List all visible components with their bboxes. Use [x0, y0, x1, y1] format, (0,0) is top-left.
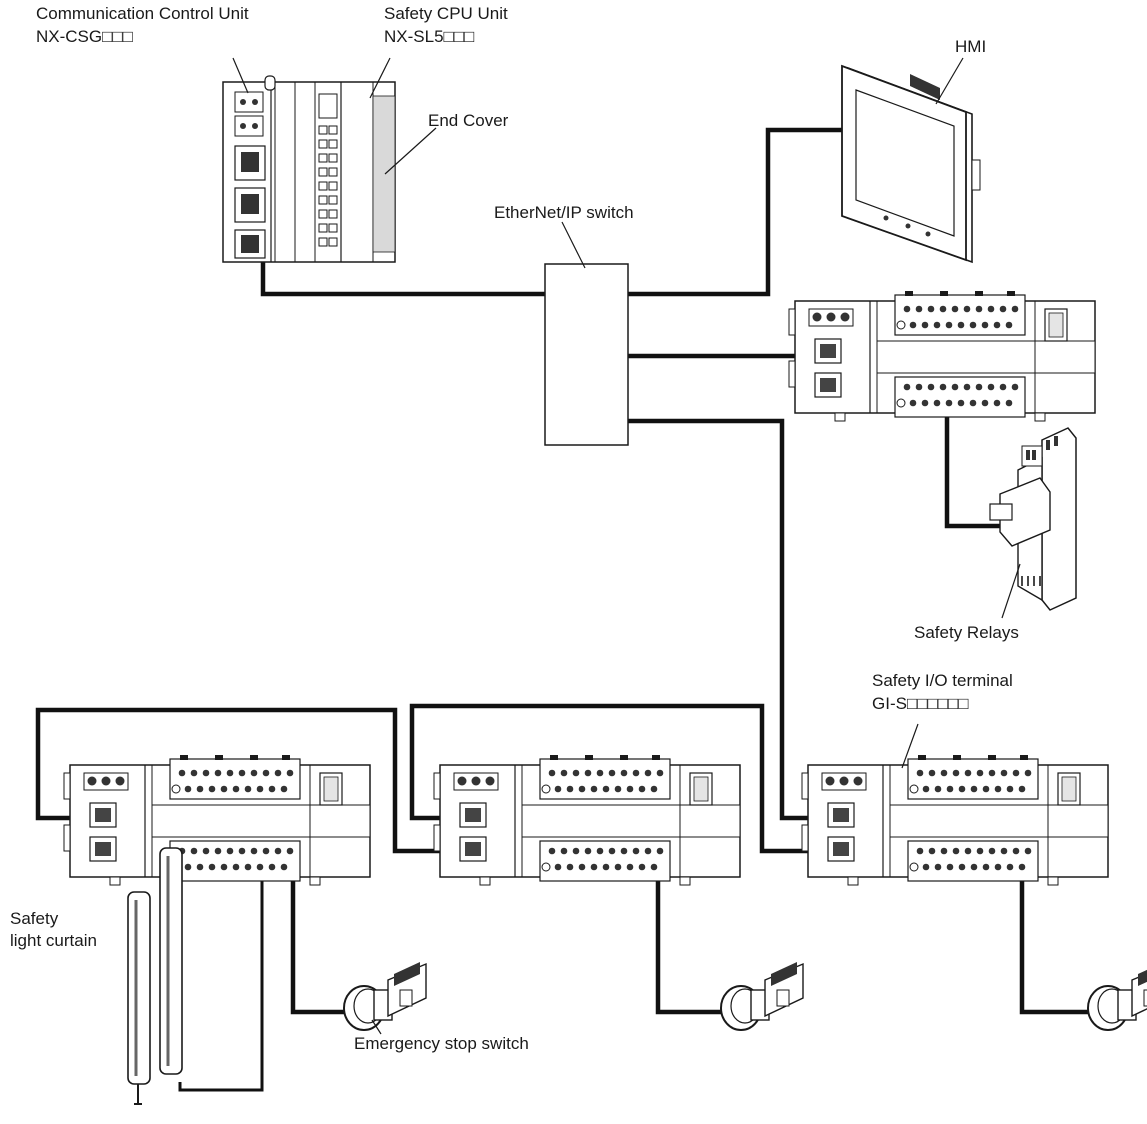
hmi-label: HMI [955, 37, 987, 56]
leader-lines [232, 57, 1021, 1035]
safety-io-name-label: Safety I/O terminal [872, 671, 1013, 690]
cable-gi-bottom-right-to-gi-middle [409, 703, 833, 854]
light-curtain-label-line2: light curtain [10, 931, 97, 950]
emergency-stop-switch-right [1087, 961, 1147, 1031]
emergency-stop-switch-left [343, 961, 427, 1031]
cable-gi-bottom-right-to-estop [1019, 868, 1090, 1015]
cable-controller-to-switch [260, 255, 566, 297]
ethernet-switch [544, 263, 629, 446]
safety-relays-label: Safety Relays [914, 623, 1019, 642]
light-curtain-label-line1: Safety [10, 909, 59, 928]
safety-io-terminal-bottom-left [63, 754, 371, 886]
emergency-stop-label: Emergency stop switch [354, 1034, 529, 1053]
safety-io-terminal-bottom-right [801, 754, 1109, 886]
ccu-model-label: NX-CSG□□□ [36, 27, 133, 46]
nx-controller [222, 75, 396, 263]
cable-switch-to-hmi [608, 127, 850, 297]
safety-io-model-label: GI-S□□□□□□ [872, 694, 969, 713]
safety-cpu-model-label: NX-SL5□□□ [384, 27, 475, 46]
ethernet-switch-label: EtherNet/IP switch [494, 203, 634, 222]
safety-relays-device [989, 427, 1077, 611]
cable-gi-middle-to-gi-left [35, 707, 466, 854]
hmi-device [841, 64, 981, 264]
emergency-stop-switch-middle [720, 961, 804, 1031]
cable-light-curtain [178, 868, 264, 1092]
cable-gi-left-to-estop [290, 868, 345, 1015]
safety-io-terminal-bottom-middle [433, 754, 741, 886]
safety-cpu-name-label: Safety CPU Unit [384, 4, 508, 23]
end-cover-label: End Cover [428, 111, 509, 130]
cable-gi-right-to-relays [944, 404, 1018, 529]
safety-io-terminal-right [788, 290, 1096, 422]
safety-light-curtain [127, 847, 183, 1105]
cable-gi-middle-to-estop [655, 868, 723, 1015]
ccu-name-label: Communication Control Unit [36, 4, 249, 23]
